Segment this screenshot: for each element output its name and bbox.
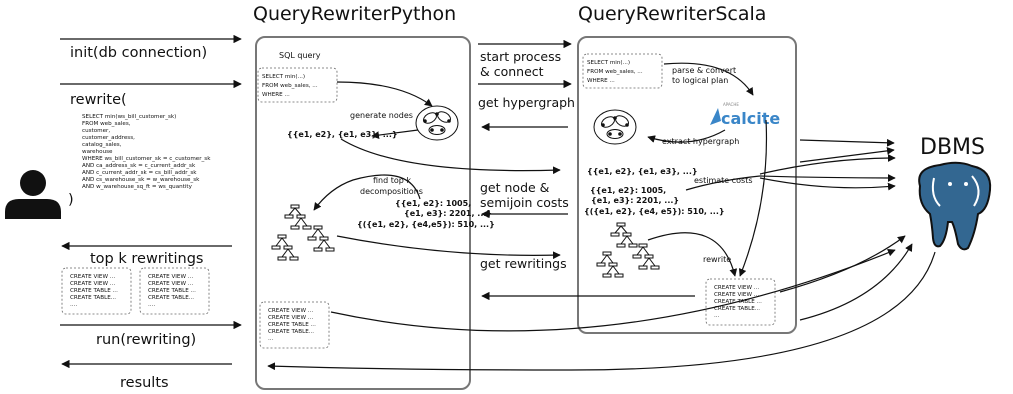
svg-text:CREATE VIEW ...: CREATE VIEW ... [148,274,193,280]
svg-text:FROM web_sales, ...: FROM web_sales, ... [262,83,318,89]
svg-text:CREATE VIEW ...: CREATE VIEW ... [714,292,759,298]
python-cost-1: {{e1, e2}: 1005, [395,199,471,208]
svg-text:AND c_current_addr_sk = cs_bil: AND c_current_addr_sk = cs_bill_addr_sk [82,170,197,176]
svg-text:CREATE VIEW ...: CREATE VIEW ... [268,308,313,314]
postgresql-elephant-icon [918,161,992,251]
python-rewriting-box: CREATE VIEW ... CREATE VIEW ... CREATE T… [259,301,330,349]
rewrite-label: rewrite( [70,92,127,108]
svg-text:CREATE VIEW ...: CREATE VIEW ... [148,281,193,287]
python-edges: {{e1, e2}, {e1, e3}, ...} [287,130,398,139]
svg-text:AND ca_address_sk = c_current_: AND ca_address_sk = c_current_addr_sk [82,163,196,169]
svg-text:warehouse: warehouse [82,149,113,155]
parse-label-1: parse & convert [672,66,736,75]
svg-text:CREATE TABLE ...: CREATE TABLE ... [148,288,196,294]
python-cost-2: {e1, e3}: 2201, ...} [404,209,492,218]
user-icon [5,170,61,219]
start-label-2: & connect [480,64,544,79]
svg-text:WHERE ...: WHERE ... [587,78,615,84]
python-sql-box: SELECT min(...) FROM web_sales, ... WHER… [257,67,338,103]
scala-title: QueryRewriterScala [578,3,766,25]
dbms-title: DBMS [920,135,985,160]
svg-text:SELECT min(...): SELECT min(...) [262,74,305,80]
scala-cost-3: {({e1, e2}, {e4, e5}): 510, ...} [584,207,725,216]
run-label: run(rewriting) [96,332,196,348]
node-costs-label-1: get node & [480,180,550,195]
svg-text:CREATE VIEW ...: CREATE VIEW ... [70,274,115,280]
scala-decomposition-trees [596,222,660,278]
svg-text:CREATE VIEW ...: CREATE VIEW ... [714,285,759,291]
svg-text:CREATE TABLE ...: CREATE TABLE ... [70,288,118,294]
scala-sql-box: SELECT min(...) FROM web_sales, ... WHER… [582,53,663,89]
svg-text:FROM web_sales, ...: FROM web_sales, ... [587,69,643,75]
svg-text:WHERE ws_bill_customer_sk = c: WHERE ws_bill_customer_sk = c_customer_s… [82,156,211,162]
svg-text:CREATE VIEW ...: CREATE VIEW ... [268,315,313,321]
scala-edges: {{e1, e2}, {e1, e3}, ...} [587,167,698,176]
calcite-logo: APACHE calcite [710,102,780,128]
scala-hypergraph-icon [593,109,637,145]
rewritings-label: get rewritings [480,256,567,271]
svg-text:customer,: customer, [82,128,110,134]
svg-text:APACHE: APACHE [723,102,739,107]
sql-query-label: SQL query [279,51,321,60]
svg-text:SELECT min(...): SELECT min(...) [587,60,630,66]
svg-text:CREATE TABLE...: CREATE TABLE... [148,295,194,301]
rewrite-step-label: rewrite [703,255,731,264]
svg-text:....: .... [148,302,155,308]
svg-text:CREATE TABLE ...: CREATE TABLE ... [268,322,316,328]
hypergraph-label: get hypergraph [478,95,575,110]
init-label: init(db connection) [70,45,207,61]
svg-text:AND w_warehouse_sq_ft = ws_qua: AND w_warehouse_sq_ft = ws_quantity [82,184,193,190]
scala-rewriting-box: CREATE VIEW ... CREATE VIEW ... CREATE T… [705,278,776,326]
generate-nodes-label: generate nodes [350,111,413,120]
topk-label: top k rewritings [90,251,203,267]
python-title: QueryRewriterPython [253,3,456,25]
svg-text:FROM web_sales,: FROM web_sales, [82,121,131,127]
rewrite-close: ) [68,192,74,208]
estimate-costs-label: estimate costs [694,176,753,185]
svg-text:CREATE TABLE...: CREATE TABLE... [268,329,314,335]
svg-text:catalog_sales,: catalog_sales, [82,142,122,148]
svg-text:...: ... [714,313,720,319]
python-decomposition-trees [271,204,335,261]
svg-text:customer_address,: customer_address, [82,135,135,141]
svg-text:WHERE ...: WHERE ... [262,92,290,98]
svg-text:CREATE VIEW ...: CREATE VIEW ... [70,281,115,287]
scala-cost-1: {{e1, e2}: 1005, [590,186,666,195]
find-topk-line2: decompositions [360,187,423,196]
find-topk-line1: find top k [373,176,411,185]
node-costs-label-2: semijoin costs [480,195,569,210]
svg-text:....: .... [70,302,77,308]
svg-text:...: ... [268,336,274,342]
rewriting-option-1: CREATE VIEW ... CREATE VIEW ... CREATE T… [61,267,132,315]
input-query: SELECT min(ws_bill_customer_sk) FROM web… [82,114,211,190]
parse-label-2: to logical plan [672,76,728,85]
results-label: results [120,375,169,391]
svg-text:calcite: calcite [721,109,780,128]
python-cost-3: {({e1, e2}, {e4,e5}): 510, ...} [357,220,495,229]
svg-text:AND cs_warehouse_sk = w_wareho: AND cs_warehouse_sk = w_warehouse_sk [82,177,200,183]
scala-box [577,36,797,334]
rewriting-option-2: CREATE VIEW ... CREATE VIEW ... CREATE T… [139,267,210,315]
svg-text:CREATE TABLE...: CREATE TABLE... [70,295,116,301]
scala-cost-2: {e1, e3}: 2201, ...} [591,196,679,205]
start-label-1: start process [480,49,561,64]
svg-text:SELECT min(ws_bill_customer_sk: SELECT min(ws_bill_customer_sk) [82,114,176,120]
python-box [255,36,471,390]
python-hypergraph-icon [415,105,459,141]
extract-hypergraph-label: extract hypergraph [662,137,739,146]
svg-text:CREATE TABLE...: CREATE TABLE... [714,306,760,312]
